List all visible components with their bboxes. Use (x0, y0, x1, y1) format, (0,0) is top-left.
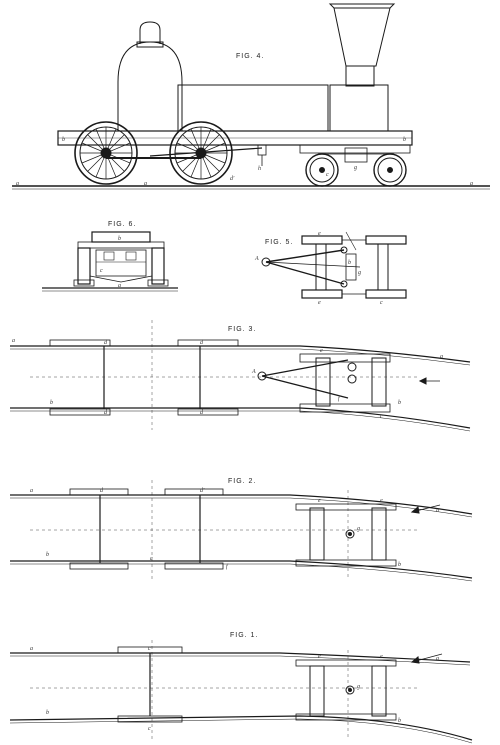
fig3-letter-d4: d (200, 410, 204, 416)
fig2-letter-b-left: b (46, 552, 49, 558)
fig4-letter-g: g (354, 165, 357, 171)
fig2-letter-d2: d' (200, 488, 205, 494)
fig2-letter-b-right: b (398, 562, 401, 568)
fig4-letter-a: a (144, 181, 147, 187)
fig1-letter-a-left: a (30, 646, 33, 652)
fig2-curve-plan (10, 480, 473, 582)
fig2-letter-c: c (150, 556, 153, 562)
fig6-end-view (42, 231, 178, 292)
fig2-letter-a-left: a (30, 488, 33, 494)
fig3-letter-d3: d (104, 410, 108, 416)
fig1-curve-plan (9, 640, 473, 744)
fig4-letter-a-right: a (470, 181, 473, 187)
fig2-letter-f: f (226, 563, 229, 570)
fig3-letter-b-right: b (398, 400, 401, 406)
fig1-letter-b-right: b (398, 718, 401, 724)
fig1-label: FIG. 1. (230, 632, 259, 639)
fig5-letter-c: c (380, 300, 383, 306)
fig4-letter-b-left: b (62, 137, 65, 143)
fig6-label: FIG. 6. (108, 221, 137, 228)
fig2-letter-e1: e (318, 498, 321, 504)
fig3-curve-plan (10, 320, 471, 432)
fig2-letter-g: g (357, 526, 360, 532)
fig3-letter-b-left: b (50, 400, 53, 406)
fig5-truck-plan (261, 231, 407, 299)
fig2-label: FIG. 2. (228, 478, 257, 485)
fig1-letter-c2: c (148, 726, 151, 732)
fig4-locomotive-elevation (12, 3, 490, 190)
fig1-letter-g: g (357, 684, 360, 690)
fig4-letter-a-left: a (16, 181, 19, 187)
fig3-letter-A: A (251, 369, 256, 375)
fig5-letter-e-top: e (318, 231, 321, 237)
fig4-letter-d-prime: d' (230, 176, 235, 182)
fig4-letter-b-right: b (403, 137, 406, 143)
fig3-letter-a-right: a (440, 354, 443, 360)
fig5-letter-A: A (254, 256, 259, 262)
fig5-letter-e-bottom: e (318, 300, 321, 306)
fig1-letter-e2: e (380, 654, 383, 660)
fig3-letter-d2: d (200, 340, 204, 346)
fig2-letter-d1: d (100, 488, 104, 494)
fig1-letter-b-left: b (46, 710, 49, 716)
fig1-letter-c1: c (148, 646, 151, 652)
fig4-label: FIG. 4. (236, 53, 265, 60)
fig4-letter-h: h (258, 166, 261, 172)
fig6-letter-a: a (118, 283, 121, 289)
fig2-letter-e2: e (380, 498, 383, 504)
fig3-letter-d1: d (104, 340, 108, 346)
fig2-letter-a-right: a (436, 508, 439, 514)
fig3-letter-c: c (380, 414, 383, 420)
fig5-label: FIG. 5. (265, 239, 294, 246)
fig1-letter-a-right: a (436, 656, 439, 662)
fig3-letter-e: e (320, 348, 323, 354)
fig1-letter-e1: e (318, 654, 321, 660)
fig4-letter-c: c (326, 172, 329, 178)
fig5-letter-b: b (348, 260, 351, 266)
fig6-letter-c: c (100, 268, 103, 274)
fig3-letter-a-left: a (12, 338, 15, 344)
fig3-label: FIG. 3. (228, 326, 257, 333)
fig6-letter-b: b (118, 236, 121, 242)
fig3-letter-f: f (338, 395, 341, 402)
fig5-letter-g: g (358, 270, 361, 276)
